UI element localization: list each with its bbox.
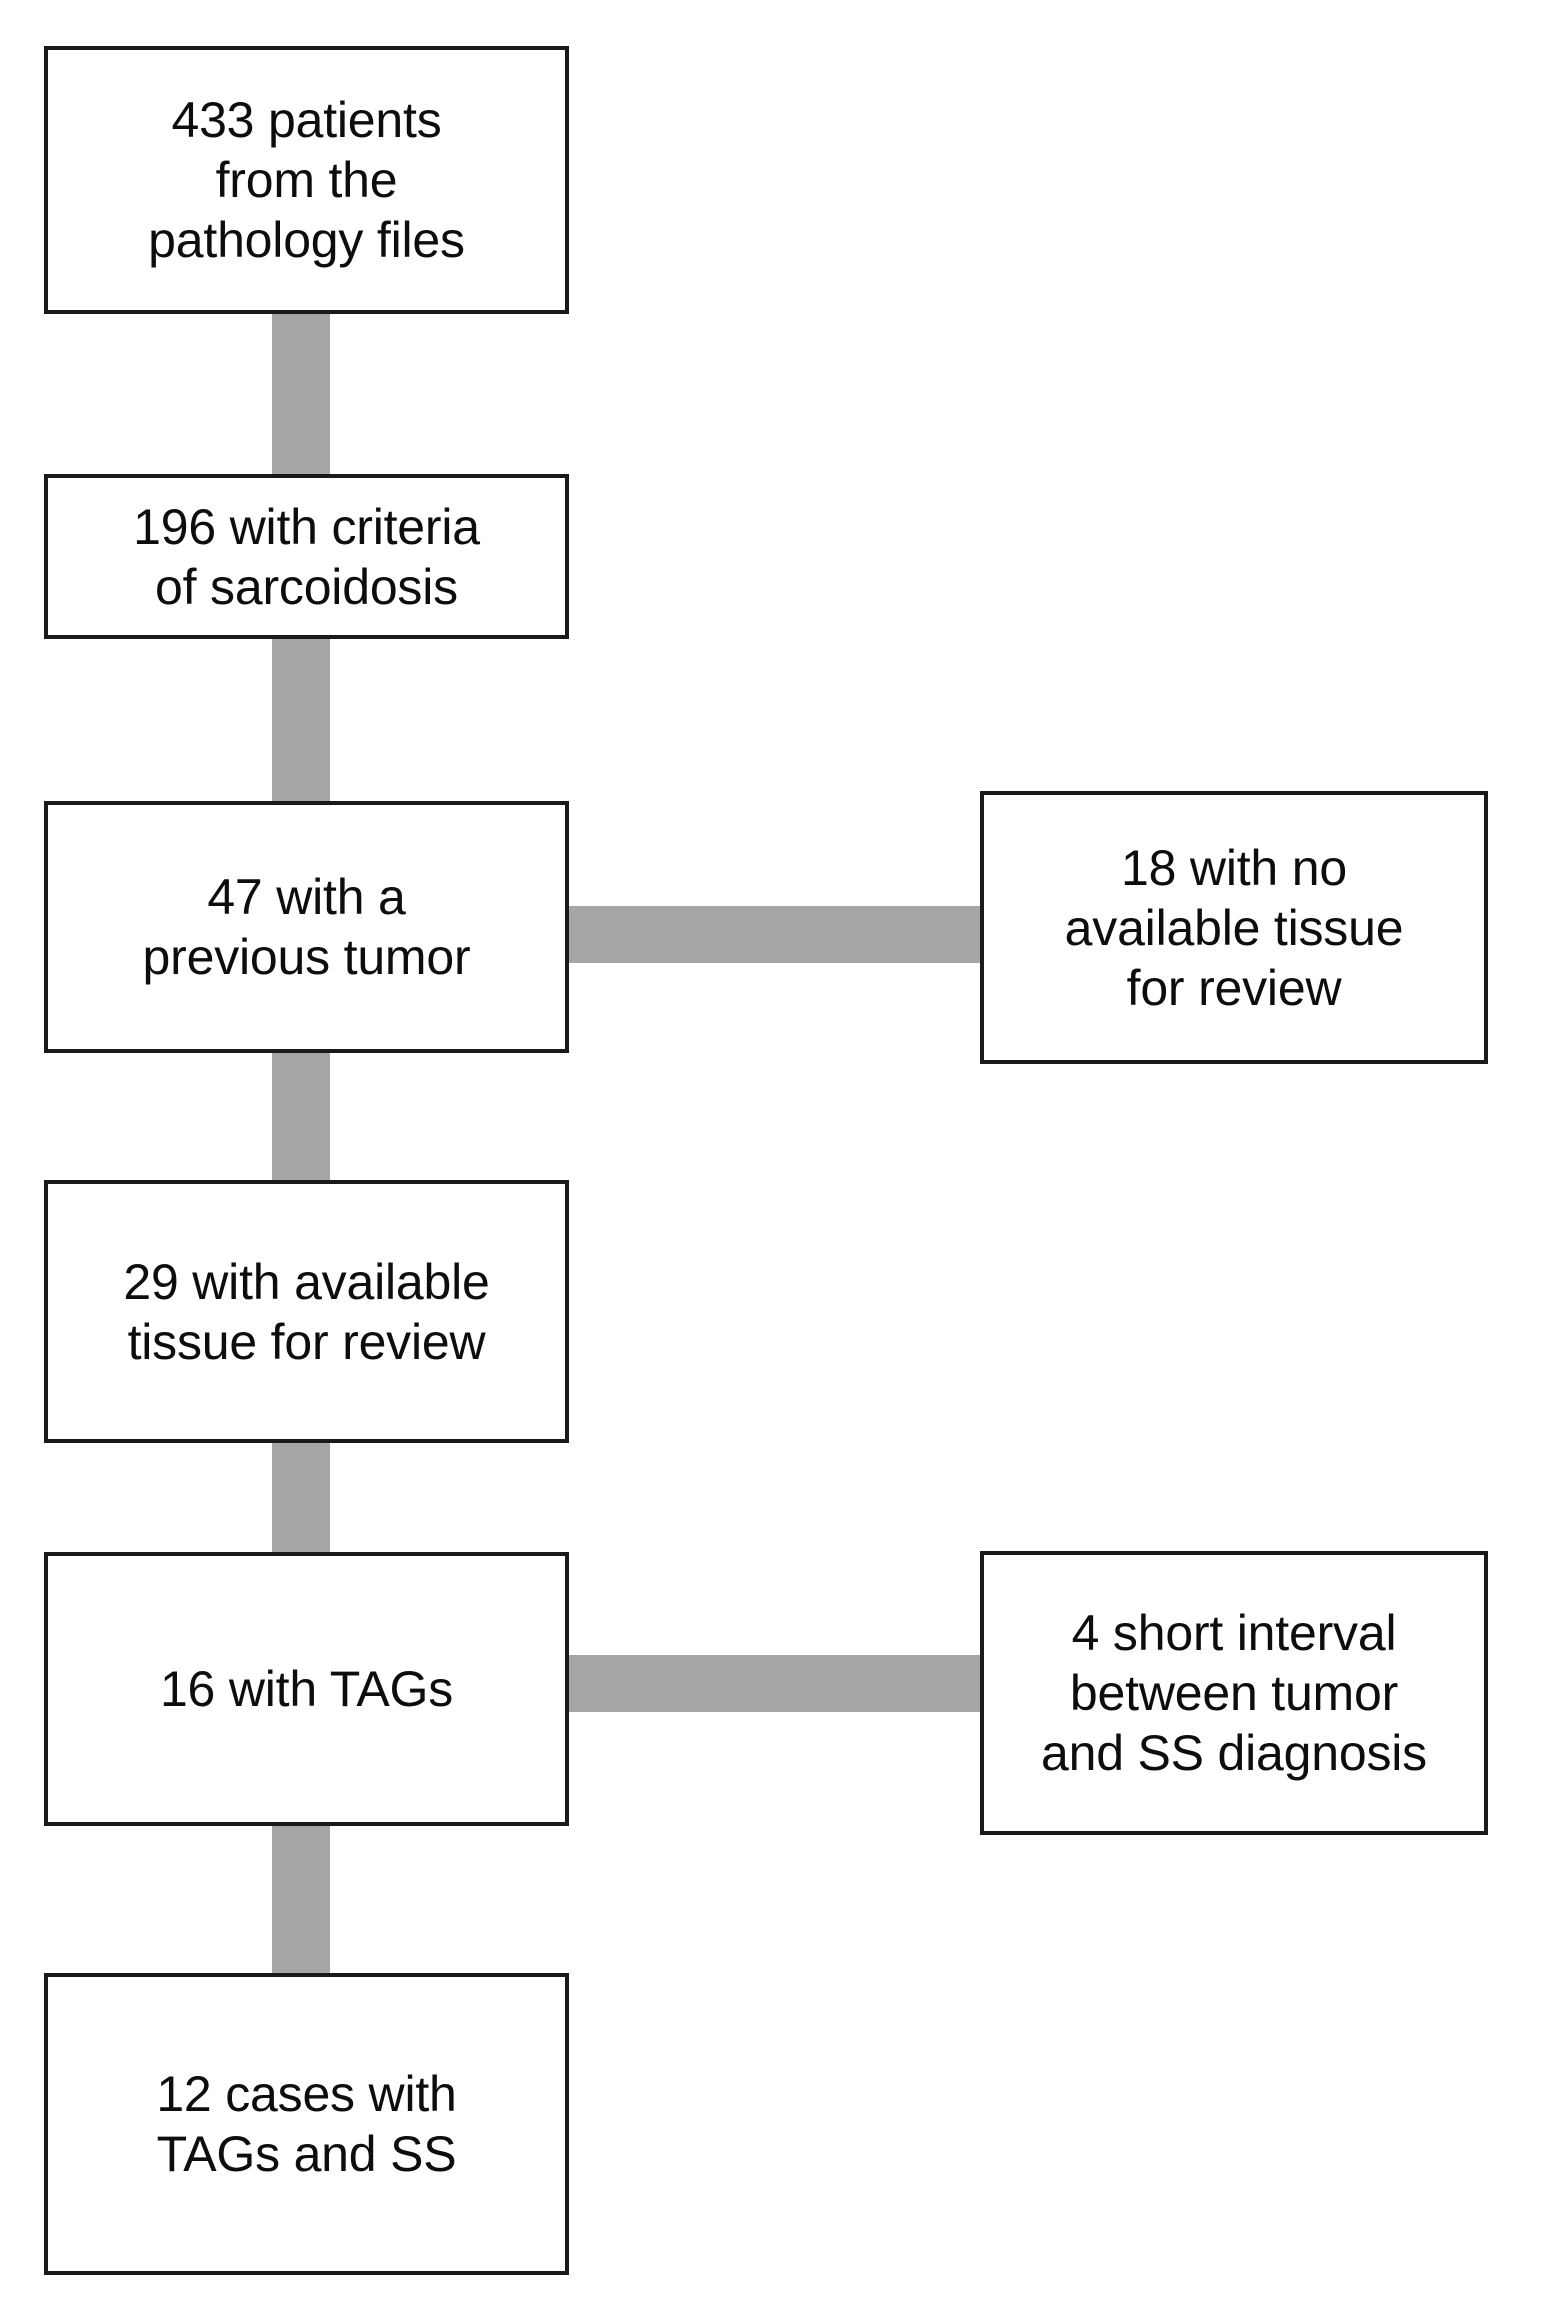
connector-n3-s1: [560, 906, 985, 963]
node-12-cases-tags-ss[interactable]: 12 cases with TAGs and SS: [44, 1973, 569, 2275]
node-47-previous-tumor-label: 47 with a previous tumor: [142, 869, 471, 985]
connector-n3-n4: [272, 1045, 330, 1190]
node-12-cases-tags-ss-label: 12 cases with TAGs and SS: [156, 2066, 457, 2182]
node-433-patients[interactable]: 433 patients from the pathology files: [44, 46, 569, 314]
node-47-previous-tumor[interactable]: 47 with a previous tumor: [44, 801, 569, 1053]
node-4-short-interval-label: 4 short interval between tumor and SS di…: [1041, 1605, 1427, 1781]
connector-n5-s2: [560, 1655, 985, 1712]
node-196-sarcoidosis-label: 196 with criteria of sarcoidosis: [133, 498, 480, 615]
connector-n1-n2: [272, 300, 330, 480]
connector-n2-n3: [272, 630, 330, 815]
node-18-no-tissue-label: 18 with no available tissue for review: [1064, 839, 1404, 1016]
node-196-sarcoidosis[interactable]: 196 with criteria of sarcoidosis: [44, 474, 569, 639]
node-18-no-tissue[interactable]: 18 with no available tissue for review: [980, 791, 1488, 1064]
node-29-available-tissue-label: 29 with available tissue for review: [123, 1253, 490, 1370]
connector-n4-n5: [272, 1430, 330, 1565]
connector-n5-n6: [272, 1815, 330, 1987]
node-4-short-interval[interactable]: 4 short interval between tumor and SS di…: [980, 1551, 1488, 1835]
node-16-tags[interactable]: 16 with TAGs: [44, 1552, 569, 1826]
node-16-tags-label: 16 with TAGs: [159, 1661, 454, 1717]
node-29-available-tissue[interactable]: 29 with available tissue for review: [44, 1180, 569, 1443]
node-433-patients-label: 433 patients from the pathology files: [148, 92, 465, 268]
